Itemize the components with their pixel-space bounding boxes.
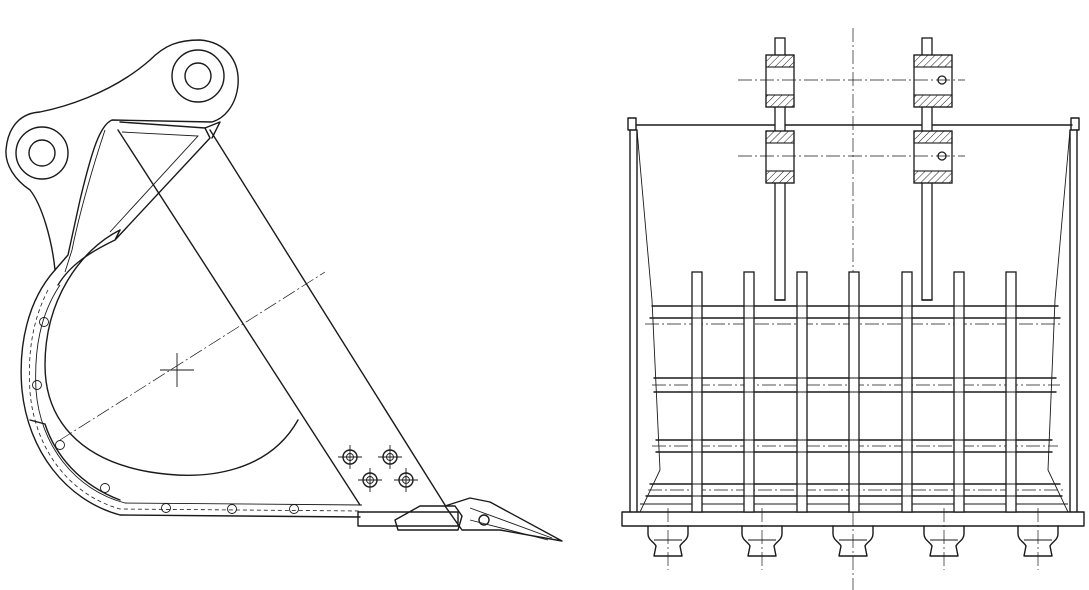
bushing-left-upper-hatch-top — [765, 54, 795, 68]
right-post-cap — [1070, 117, 1080, 131]
rivet-row — [32, 317, 299, 514]
pin-boss-outer-front — [15, 126, 69, 180]
bushing-left-upper-hatch-bottom — [765, 94, 795, 108]
bucket-shell-outer — [20, 269, 361, 518]
side-view — [5, 39, 563, 542]
bushing-right-upper-hatch-top — [913, 54, 953, 68]
tooth-5 — [1017, 508, 1059, 570]
bolt-cluster — [338, 445, 418, 492]
side-plate-profile — [57, 121, 211, 286]
bushings — [765, 54, 953, 184]
bushing-right-lower-hatch-bottom — [913, 170, 953, 184]
mounting-bracket-outline — [5, 39, 239, 271]
pin-hole-front — [28, 139, 56, 167]
link-rods — [774, 37, 933, 301]
side-plate-profile-inner — [64, 129, 106, 273]
bucket-inner-cavity — [44, 229, 299, 476]
pin-hole-rear — [184, 62, 212, 90]
bolt-centerlines — [338, 445, 418, 492]
left-side-plate — [629, 129, 638, 513]
ripper-tooth-ridge — [469, 507, 553, 541]
top-strap-front-edge — [209, 129, 446, 506]
left-taper — [636, 129, 661, 513]
front-view — [621, 28, 1085, 590]
tooth-4 — [923, 508, 965, 570]
bushing-right-upper-hatch-bottom — [913, 94, 953, 108]
rivet — [32, 380, 42, 390]
tooth-pin — [478, 514, 490, 526]
right-taper — [1047, 129, 1071, 513]
tooth-2 — [741, 508, 783, 570]
center-cross — [160, 353, 194, 387]
tooth-3 — [832, 525, 874, 557]
pin-boss-outer-rear — [171, 49, 225, 103]
cutting-edge-plate — [357, 511, 459, 527]
right-side-plate — [1069, 129, 1078, 513]
side-plate-profile-inner-2 — [109, 131, 199, 233]
bushing-left-lower-hatch-top — [765, 130, 795, 144]
bushing-left-lower-hatch-bottom — [765, 170, 795, 184]
rivet — [161, 503, 171, 513]
adapter-block — [394, 505, 463, 531]
tooth-1 — [647, 508, 689, 570]
strap-top-cap — [204, 121, 221, 139]
bushing-right-lower-hatch-top — [913, 130, 953, 144]
teeth-row — [647, 508, 1059, 570]
wear-line — [28, 289, 361, 512]
left-post-cap — [627, 117, 637, 131]
rivet — [289, 504, 299, 514]
h-bar-overlay — [646, 305, 1062, 497]
pin-centerlines — [738, 79, 965, 157]
top-strap-rear-edge — [117, 129, 361, 506]
rivet — [100, 483, 110, 493]
heel-wear-plate — [29, 419, 121, 501]
ripper-tooth — [444, 497, 563, 542]
rivet — [55, 440, 65, 450]
bucket-shell-liner — [35, 284, 363, 506]
rivet — [227, 504, 237, 514]
tooth-3-body — [832, 525, 874, 557]
rivet — [39, 317, 49, 327]
side-view-centerline — [59, 271, 326, 441]
